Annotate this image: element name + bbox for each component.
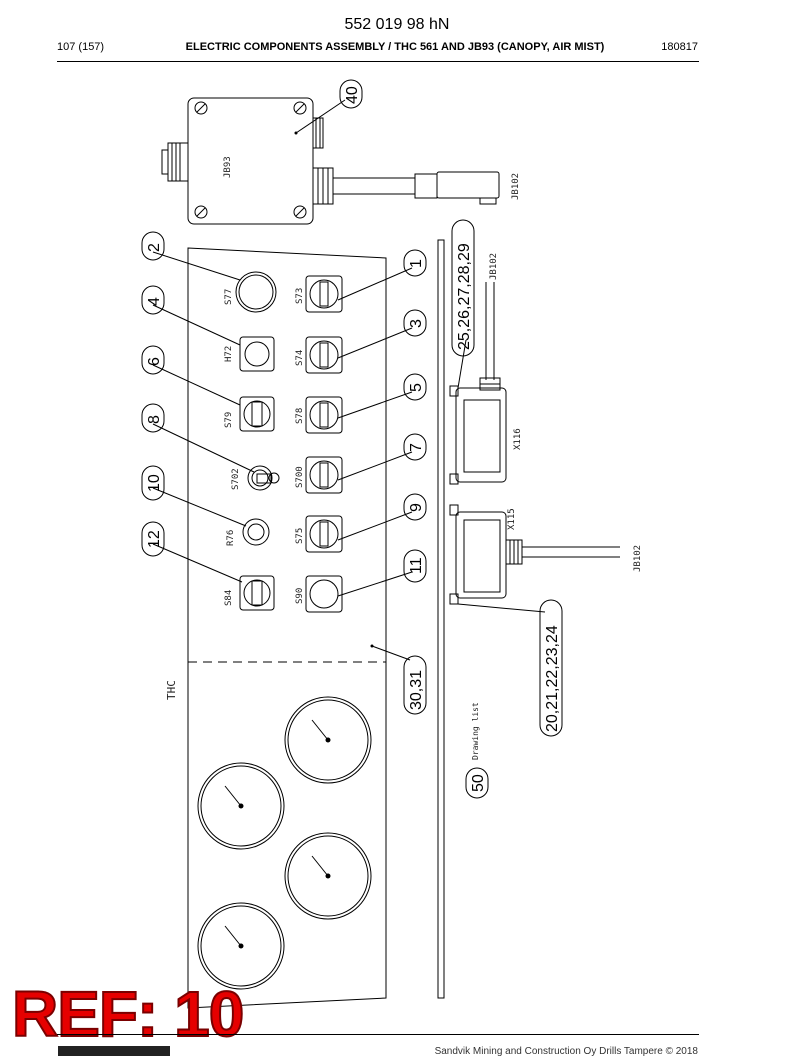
balloon-30-31: 30,31 [408,670,425,710]
page-number: 107 (157) [57,41,105,53]
header-rule [57,61,699,62]
balloon-12: 12 [146,530,163,548]
label-jb102-top: JB102 [511,173,521,200]
balloon-8: 8 [146,415,163,424]
label-x116: X116 [513,428,523,450]
label-s78: S78 [295,408,305,424]
label-jb93: JB93 [223,156,233,178]
footer-rule [57,1034,699,1035]
balloon-7: 7 [408,443,425,452]
sandvik-logo [58,1046,170,1056]
label-s77: S77 [224,289,234,305]
label-s75: S75 [295,528,305,544]
balloon-50: 50 [470,774,487,792]
balloon-6: 6 [146,357,163,366]
label-h72: H72 [224,346,234,362]
label-s700: S700 [295,466,305,488]
balloon-20-24: 20,21,22,23,24 [544,625,561,732]
document-number: 552 019 98 hN [344,16,450,33]
balloon-9: 9 [408,503,425,512]
leader-lines [152,251,546,661]
label-s84: S84 [224,590,234,606]
balloon-3: 3 [408,319,425,328]
thc-panel [187,247,387,1009]
balloon-10: 10 [146,474,163,492]
label-s90: S90 [295,588,305,604]
label-s74: S74 [295,350,305,366]
footer-copyright: Sandvik Mining and Construction Oy Drill… [434,1046,698,1057]
junction-box-jb93 [161,97,500,225]
label-s79: S79 [224,412,234,428]
label-thc: THC [165,680,178,700]
document-title: ELECTRIC COMPONENTS ASSEMBLY / THC 561 A… [185,41,605,53]
balloon-40: 40 [344,86,361,104]
label-jb102-mid: JB102 [489,253,499,280]
gauges [197,696,372,990]
balloon-2: 2 [146,243,163,252]
balloon-11: 11 [408,557,425,574]
label-x115: X115 [507,508,517,530]
balloon-5: 5 [408,383,425,392]
balloon-25-29: 25,26,27,28,29 [456,243,473,350]
label-s73: S73 [295,288,305,304]
balloon-4: 4 [146,297,163,306]
label-drawing-list: Drawing list [471,702,480,760]
label-jb102-bottom: JB102 [633,545,643,572]
reference-stamp: REF: 10 [11,978,245,1050]
balloon-1: 1 [408,259,425,268]
label-s702: S702 [231,468,241,490]
document-date: 180817 [661,41,698,53]
label-r76: R76 [226,530,236,546]
